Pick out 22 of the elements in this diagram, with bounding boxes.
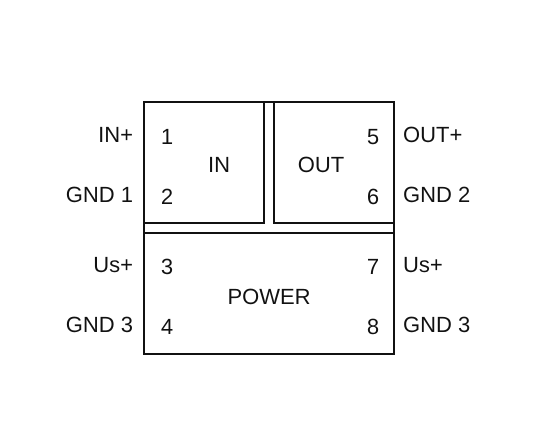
pin-label: Us+ — [93, 254, 133, 276]
pin-number: 2 — [160, 186, 174, 208]
block-label: IN — [208, 154, 230, 176]
input-block — [143, 101, 265, 224]
pin-number: 6 — [366, 186, 380, 208]
pin-number: 5 — [366, 126, 380, 148]
pin-label: IN+ — [98, 124, 133, 146]
output-block — [273, 101, 395, 224]
block-label: POWER — [227, 286, 311, 308]
pin-label: GND 1 — [66, 184, 133, 206]
pin-number: 7 — [366, 256, 380, 278]
pin-number: 1 — [160, 126, 174, 148]
module-outline — [143, 101, 395, 355]
pin-number: 3 — [160, 256, 174, 278]
pin-label: OUT+ — [403, 124, 462, 146]
pin-label: GND 3 — [403, 314, 470, 336]
pin-number: 8 — [366, 316, 380, 338]
pin-label: Us+ — [403, 254, 443, 276]
block-label: OUT — [298, 154, 344, 176]
pin-label: GND 3 — [66, 314, 133, 336]
pin-number: 4 — [160, 316, 174, 338]
pin-label: GND 2 — [403, 184, 470, 206]
